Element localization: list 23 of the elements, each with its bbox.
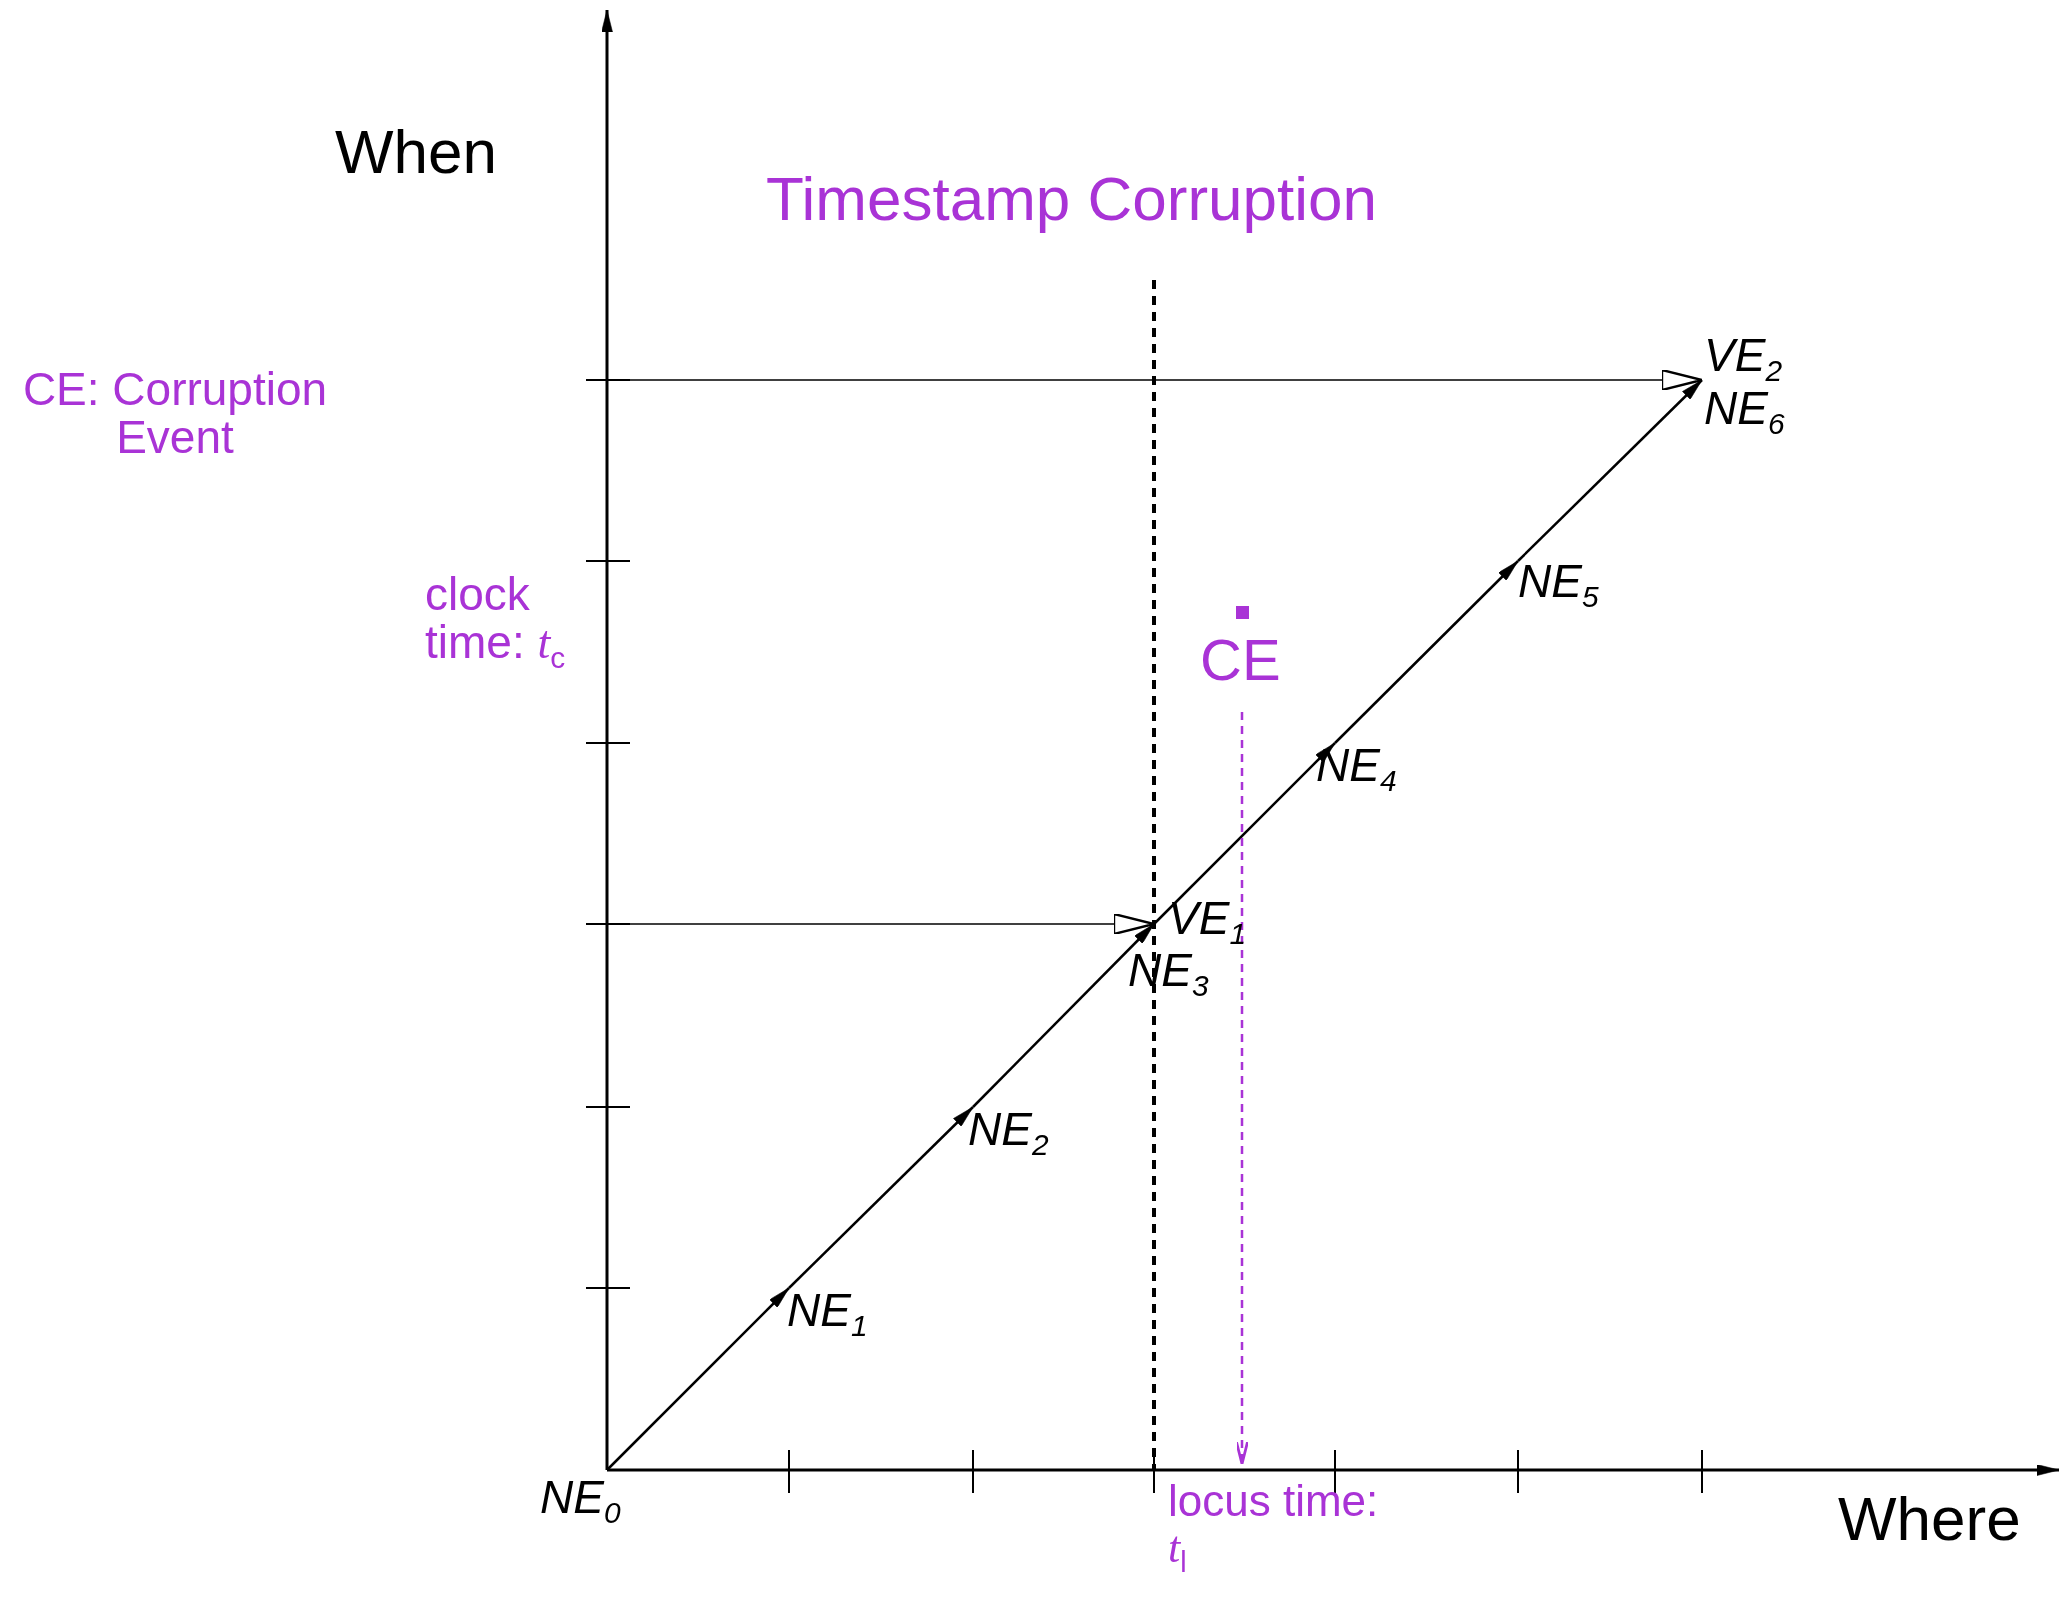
legend-note: CE: Corruption Event xyxy=(21,365,329,462)
title: Timestamp Corruption xyxy=(766,165,1377,234)
point-label: NE$_{1}$ xyxy=(787,1285,868,1336)
point-label: NE$_{3}$ xyxy=(1128,945,1209,996)
arrow xyxy=(606,1287,790,1471)
arrow xyxy=(1517,379,1703,562)
point-label: VE$_{2}$ xyxy=(1704,330,1782,381)
point-label: VE$_{1}$ xyxy=(1168,893,1246,944)
arrow xyxy=(788,1106,974,1289)
arrow xyxy=(1153,742,1336,925)
axis-note: clock time: t$_{c}$ xyxy=(425,570,567,668)
arrow xyxy=(585,368,1704,392)
event-label: CE xyxy=(1200,628,1281,692)
axis-title: When xyxy=(335,118,497,187)
point-label: NE$_{0}$ xyxy=(540,1472,621,1523)
point-label: NE$_{5}$ xyxy=(1518,556,1599,607)
arrow xyxy=(1235,712,1249,1466)
arrow xyxy=(972,923,1155,1108)
point-label: NE$_{2}$ xyxy=(968,1104,1049,1155)
point-label: NE$_{6}$ xyxy=(1704,383,1785,434)
arrow xyxy=(1334,560,1519,744)
axis-title: Where xyxy=(1838,1485,2021,1554)
axis-note: locus time: t$_{l}$ xyxy=(1168,1478,1408,1572)
